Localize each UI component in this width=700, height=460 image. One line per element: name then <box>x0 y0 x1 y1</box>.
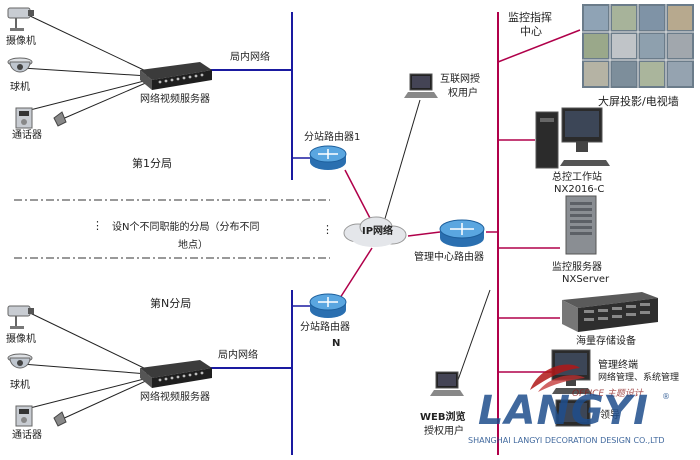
ellipsis-right: ⋮ <box>322 223 333 236</box>
storage-label: 海量存储设备 <box>576 336 636 347</box>
video-server-label: 网络视频服务器 <box>140 392 210 403</box>
dome-camera-label: 球机 <box>10 82 30 93</box>
video-wall-label: 大屏投影/电视墙 <box>598 95 679 108</box>
video-server-icon <box>140 62 212 90</box>
camera-label: 摄像机 <box>6 334 36 345</box>
ip-network-label: IP网络 <box>362 226 394 237</box>
watermark-company: SHANGHAI LANGYI DECORATION DESIGN CO.,LT… <box>468 436 665 445</box>
internet-user-label-line2: 权用户 <box>448 88 478 99</box>
camera-icon <box>7 305 34 329</box>
router-icon <box>439 219 485 247</box>
video-wall-icon <box>582 4 694 88</box>
internet-user-link <box>383 99 421 223</box>
n-branches-label: 设N个不同职能的分局（分布不同 <box>112 222 260 233</box>
camera-icon <box>7 7 34 31</box>
laptop-icon <box>430 371 464 396</box>
lan-label: 局内网络 <box>218 350 258 361</box>
branch-n-label: 第N分局 <box>150 297 192 310</box>
intercom-icon <box>15 107 33 129</box>
server-tower-icon <box>565 195 597 255</box>
mgmt-terminal-sub-label: 网络管理、系统管理 <box>598 373 680 383</box>
branch-router-n-label-line2: N <box>332 338 341 349</box>
ellipsis-left: ⋮ <box>92 219 103 232</box>
video-server-icon <box>140 360 212 388</box>
watermark-registered: ® <box>662 392 670 401</box>
router-icon <box>309 293 347 318</box>
monitor-center-label-line2: 中心 <box>520 25 542 38</box>
branch-1-device-links <box>21 14 149 121</box>
internet-user-label: 互联网授 <box>440 74 480 85</box>
branch-n-device-links <box>21 311 149 421</box>
center-router-label: 管理中心路由器 <box>414 252 484 263</box>
leader-terminal-label: 领导 <box>600 410 620 421</box>
workstation-icon <box>535 107 610 169</box>
storage-array-icon <box>562 292 658 332</box>
branch-router-n-label: 分站路由器 <box>300 322 350 333</box>
workstation-icon <box>555 399 591 427</box>
intercom-label: 通话器 <box>12 130 42 141</box>
dome-camera-icon <box>7 353 33 369</box>
mgmt-terminal-label: 管理终端 <box>598 360 638 371</box>
web-user-label-line2: 授权用户 <box>424 426 464 437</box>
monitor-server-label: 监控服务器 <box>552 262 602 273</box>
web-user-label: WEB浏览 <box>420 412 466 423</box>
branch-router-label: 分站路由器1 <box>304 132 361 143</box>
web-user-link <box>457 289 491 381</box>
watermark-office: OFFICE 主题设计 <box>572 389 643 399</box>
watermark-brand: LANGYI <box>478 388 649 434</box>
intercom-icon <box>15 405 33 427</box>
video-server-label: 网络视频服务器 <box>140 94 210 105</box>
branch-label: 第1分局 <box>132 157 172 170</box>
langyi-logo-icon <box>530 364 585 392</box>
workstation-icon <box>551 349 592 394</box>
lan-label: 局内网络 <box>230 52 270 63</box>
monitor-server-model-label: NXServer <box>562 274 610 285</box>
camera-label: 摄像机 <box>6 36 36 47</box>
dome-camera-label: 球机 <box>10 380 30 391</box>
dome-camera-icon <box>7 57 33 73</box>
workstation-label: 总控工作站 <box>552 172 602 183</box>
cloud-icon <box>343 216 407 247</box>
workstation-model-label: NX2016-C <box>554 184 605 195</box>
monitor-center-label: 监控指挥 <box>508 11 552 24</box>
router-icon <box>309 145 347 170</box>
video-wall-link <box>497 29 581 63</box>
speaker-icon <box>53 111 67 127</box>
speaker-icon <box>53 411 67 427</box>
laptop-icon <box>404 73 438 98</box>
n-branches-label-line2: 地点） <box>178 240 208 251</box>
intercom-label: 通话器 <box>12 430 42 441</box>
